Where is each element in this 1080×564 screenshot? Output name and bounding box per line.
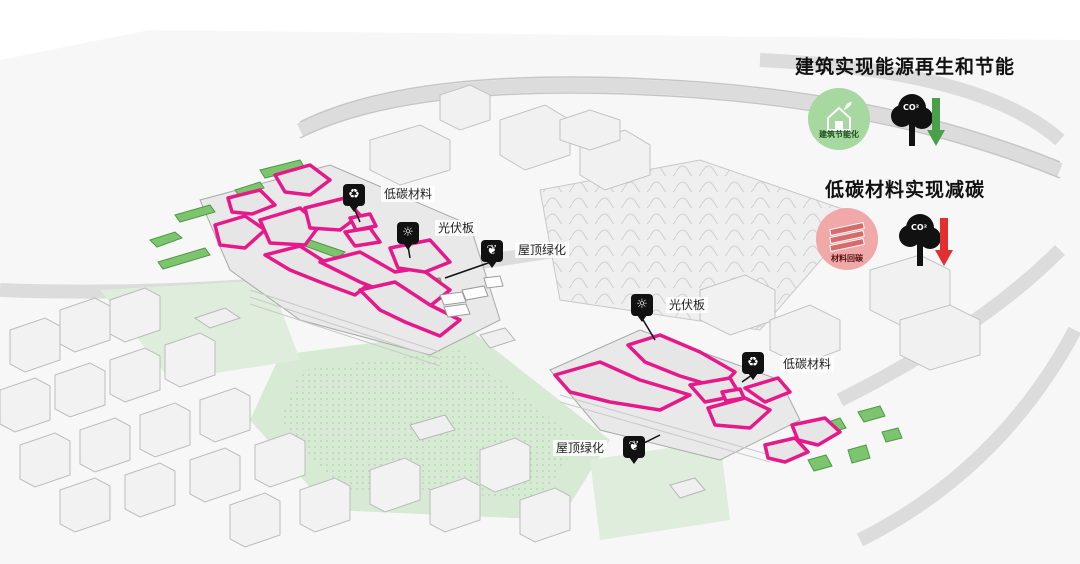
callout-west-pv: 光伏板 <box>435 220 478 236</box>
recycle-leaf-icon: ♻ <box>343 184 365 212</box>
material-carbon-badge: 材料回碳 <box>816 208 878 270</box>
east-complex-stripes <box>559 394 771 463</box>
energy-saving-badge: 建筑节能化 <box>808 88 870 150</box>
recycle-leaf-icon: ♻ <box>742 352 764 380</box>
co2-label: CO² <box>911 223 928 232</box>
sprout-icon: ❦ <box>481 240 503 268</box>
tree-co2-down-icon: CO² <box>891 94 945 146</box>
callout-east-materials: 低碳材料 <box>780 356 835 372</box>
background-blocks <box>369 84 981 371</box>
west-white-panels <box>439 275 504 318</box>
solar-panel-icon: ☼ <box>631 294 653 322</box>
green-house-icon <box>827 102 852 131</box>
tree-co2-down-red-icon: CO² <box>899 214 953 266</box>
sprout-icon: ❦ <box>623 436 645 464</box>
callout-west-materials: 低碳材料 <box>381 186 436 202</box>
road-edges <box>299 76 1061 179</box>
stacked-logs-icon <box>829 221 865 253</box>
residential-grid <box>0 287 571 548</box>
callout-west-roof: 屋顶绿化 <box>515 242 570 258</box>
co2-label: CO² <box>903 103 920 112</box>
callout-east-pv: 光伏板 <box>666 297 709 313</box>
park-south <box>590 440 730 540</box>
renewable-title: 建筑实现能源再生和节能 <box>795 56 1016 78</box>
callout-east-roof: 屋顶绿化 <box>553 440 608 456</box>
material-carbon-caption: 材料回碳 <box>831 254 863 263</box>
energy-saving-caption: 建筑节能化 <box>819 130 859 139</box>
site-structures <box>193 307 706 499</box>
west-pink-outlines <box>213 163 462 338</box>
low-carbon-title: 低碳材料实现减碳 <box>825 179 986 201</box>
west-complex-stripes <box>249 289 441 367</box>
solar-panel-icon: ☼ <box>397 222 419 250</box>
east-pink-outlines <box>553 333 842 464</box>
